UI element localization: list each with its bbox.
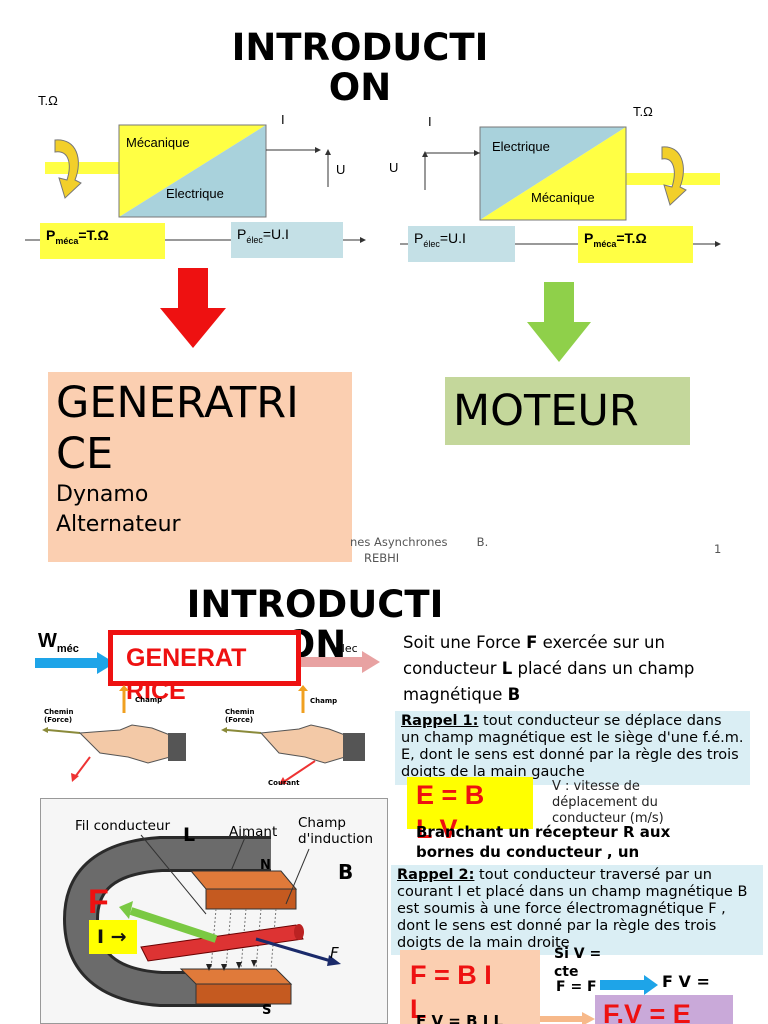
formula-f: F = B I L bbox=[410, 960, 492, 1024]
generator-p-elec-box: Pélec=U.I bbox=[231, 222, 343, 258]
rappel2-box: Rappel 2: tout conducteur traversé par u… bbox=[391, 865, 763, 955]
generator-shaft bbox=[45, 162, 120, 174]
motor-rotation-icon bbox=[661, 146, 687, 206]
force-red-label: F bbox=[88, 883, 109, 921]
fv-bil-text: F V = B I L bbox=[416, 1012, 504, 1024]
f-eq-text: F = F bbox=[556, 979, 597, 995]
slide1-footer: nes Asynchrones B. bbox=[350, 535, 489, 549]
fv-arrow-icon bbox=[600, 975, 658, 995]
fv-eq-text: F V = bbox=[662, 972, 710, 991]
champ-induction-label: Champ d'induction bbox=[298, 815, 373, 847]
left-hand-champ-label: Champ bbox=[135, 696, 163, 704]
generator-torque-label: T.Ω bbox=[38, 93, 58, 108]
formula-f-box bbox=[400, 950, 540, 1024]
velocity-note: V : vitesse de déplacement du conducteur… bbox=[552, 779, 664, 826]
pole-s-label: S bbox=[262, 1003, 272, 1018]
motor-mech-label: Mécanique bbox=[531, 190, 595, 205]
w-meca-arrow-icon bbox=[35, 652, 115, 674]
branchant-text: Branchant un récepteur R aux bornes du c… bbox=[416, 823, 671, 861]
motor-torque-label: T.Ω bbox=[633, 104, 653, 119]
motor-shaft bbox=[625, 173, 720, 185]
green-down-arrow-icon bbox=[527, 282, 591, 362]
aimant-label: Aimant bbox=[229, 824, 278, 840]
slide1-footer-author: REBHI bbox=[364, 551, 400, 565]
moteur-title: MOTEUR bbox=[453, 386, 639, 436]
fv-e-box: F.V = E bbox=[595, 995, 733, 1024]
generatrice-title: GENERATRI CE bbox=[56, 378, 299, 479]
fv-e-text: F.V = E bbox=[603, 999, 691, 1024]
right-hand-courant-label: Courant bbox=[268, 779, 300, 787]
current-i-box bbox=[89, 920, 137, 954]
w-elec-arrow-icon bbox=[300, 651, 380, 673]
right-hand-champ-label: Champ bbox=[310, 697, 338, 705]
moteur-box: MOTEUR bbox=[445, 377, 690, 445]
motor-mech-triangle bbox=[480, 127, 626, 220]
motor-voltage-label: U bbox=[389, 160, 399, 175]
rappel1-box: Rappel 1: tout conducteur se déplace dan… bbox=[395, 711, 750, 785]
pole-n-label: N bbox=[260, 858, 271, 873]
w-meca-label: Wméc bbox=[38, 630, 79, 655]
generatrice-red-label: GENERAT RICE bbox=[126, 644, 247, 705]
generatrice-box: GENERATRI CE Dynamo Alternateur bbox=[48, 372, 352, 562]
si-v-text: Si V = cte bbox=[554, 946, 602, 980]
generatrice-red-box bbox=[108, 630, 301, 686]
magnet-illustration bbox=[62, 834, 341, 1007]
current-i-label: I → bbox=[97, 926, 127, 948]
generator-current-label: I bbox=[281, 112, 285, 127]
slide1-title: INTRODUCTI ON bbox=[231, 26, 489, 109]
slide1-page-number: 1 bbox=[714, 542, 722, 556]
fil-conducteur-label: Fil conducteur bbox=[75, 818, 171, 834]
w-elec-label: élec bbox=[335, 642, 358, 655]
formula-e-box bbox=[407, 777, 533, 829]
generator-voltage-label: U bbox=[336, 162, 346, 177]
generatrice-line1: Dynamo bbox=[56, 482, 149, 507]
generator-elec-label: Electrique bbox=[166, 186, 224, 201]
left-hand-illustration bbox=[42, 685, 186, 782]
motor-elec-label: Electrique bbox=[492, 139, 550, 154]
motor-current-label: I bbox=[428, 114, 432, 129]
length-l-label: L bbox=[183, 824, 196, 846]
generator-diagram bbox=[25, 124, 366, 243]
motor-p-meca-box: Pméca=T.Ω bbox=[578, 226, 693, 263]
generator-elec-triangle bbox=[119, 125, 266, 217]
force-intro-text: Soit une Force F exercée sur un conducte… bbox=[403, 633, 695, 704]
generator-rotation-icon bbox=[54, 139, 82, 199]
field-b-label: B bbox=[338, 860, 354, 884]
generator-p-meca-box: Pméca=T.Ω bbox=[40, 223, 165, 259]
fv-bil-arrow-icon bbox=[540, 1012, 595, 1024]
red-down-arrow-icon bbox=[160, 268, 226, 348]
right-hand-chemin-label: Chemin (Force) bbox=[225, 708, 255, 724]
force-small-label: F bbox=[330, 944, 339, 962]
generatrice-line2: Alternateur bbox=[56, 512, 181, 537]
left-hand-chemin-label: Chemin (Force) bbox=[44, 708, 74, 724]
motor-diagram bbox=[400, 126, 721, 247]
right-hand-illustration bbox=[221, 685, 365, 784]
formula-e: E = B L V bbox=[416, 780, 485, 844]
generator-mech-label: Mécanique bbox=[126, 135, 190, 150]
motor-p-elec-box: Pélec=U.I bbox=[408, 226, 515, 262]
